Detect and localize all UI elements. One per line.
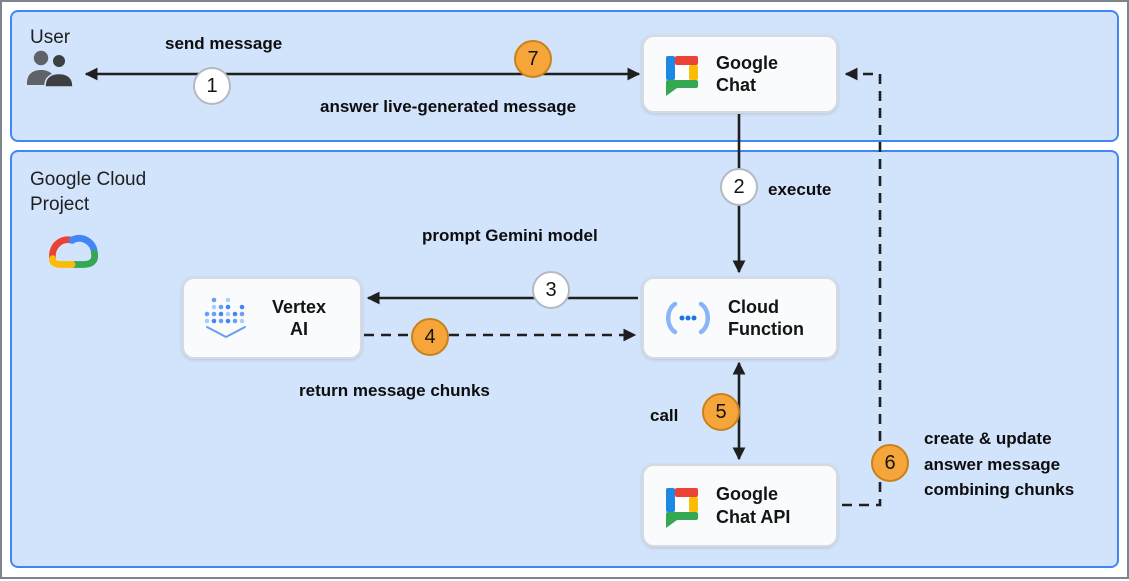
step-badge-1: 1 xyxy=(193,67,231,105)
step-badge-5: 5 xyxy=(702,393,740,431)
label-answer-live: answer live-generated message xyxy=(320,97,577,116)
step-badge-7: 7 xyxy=(514,40,552,78)
step-badge-6: 6 xyxy=(871,444,909,482)
cloud-functions-icon xyxy=(662,300,714,336)
node-google-chat: Google Chat xyxy=(642,35,838,113)
user-people-icon xyxy=(24,48,78,88)
step-badge-2: 2 xyxy=(720,168,758,206)
google-chat-logo xyxy=(662,484,702,528)
label-send-message: send message xyxy=(165,34,283,53)
google-chat-logo xyxy=(662,52,702,96)
label-prompt-gemini: prompt Gemini model xyxy=(422,226,598,245)
step-badge-3: 3 xyxy=(532,271,570,309)
user-zone-label: User xyxy=(30,27,71,48)
node-vertex-ai: Vertex AI xyxy=(182,277,362,359)
label-return-chunks: return message chunks xyxy=(299,381,490,400)
vertex-ai-icon xyxy=(202,295,250,341)
node-label: Google Chat API xyxy=(716,484,791,527)
gcp-zone-label: Google Cloud Project xyxy=(30,169,147,215)
gcp-zone-panel xyxy=(10,150,1119,568)
step-badge-4: 4 xyxy=(411,318,449,356)
user-zone-panel xyxy=(10,10,1119,142)
node-google-chat-api: Google Chat API xyxy=(642,464,838,547)
google-cloud-logo xyxy=(42,224,104,274)
node-cloud-function: Cloud Function xyxy=(642,277,838,359)
node-label: Cloud Function xyxy=(728,296,804,340)
label-call: call xyxy=(650,406,679,425)
label-create-update: create & update answer message combining… xyxy=(924,429,1075,499)
node-label: Google Chat xyxy=(716,52,778,96)
node-label: Vertex AI xyxy=(271,296,327,340)
label-execute: execute xyxy=(768,180,832,199)
